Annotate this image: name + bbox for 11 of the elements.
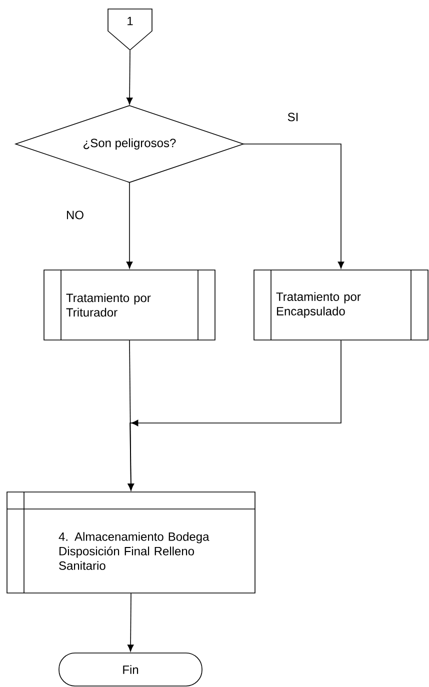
arrow [126,50,133,105]
offpage-connector: 1 [108,8,152,51]
arrow [243,144,344,269]
subprocess-box: Tratamiento por Triturador [44,270,216,340]
edge-label: SI [286,112,300,122]
arrow [127,593,134,652]
storage-box: 4. Almacenamiento Bodega Disposición Final Relleno Sanitario [6,492,256,594]
edge-label: NO [65,210,85,220]
subprocess-box: Tratamiento por Encapsulado [254,270,428,340]
arrow [126,182,133,269]
arrow [128,340,342,491]
